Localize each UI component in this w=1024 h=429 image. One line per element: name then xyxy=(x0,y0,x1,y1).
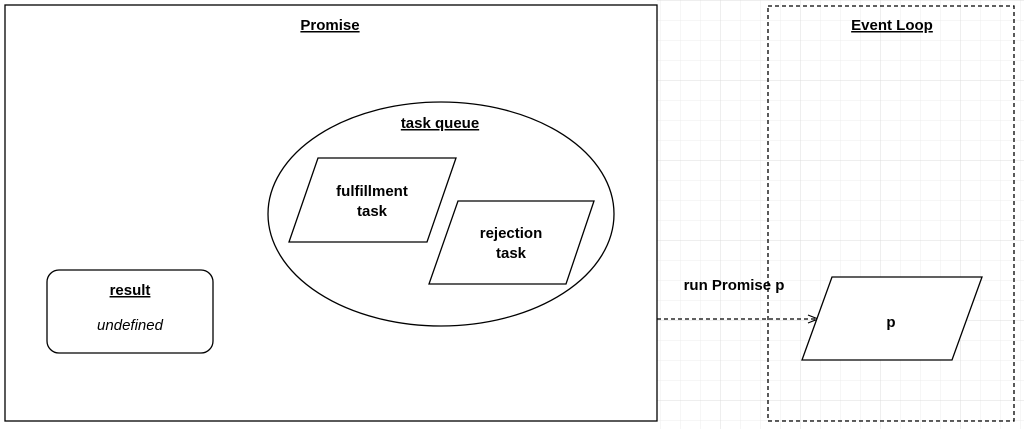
event-loop-title: Event Loop xyxy=(851,17,933,34)
p-node-shape[interactable] xyxy=(801,276,983,361)
promise-title: Promise xyxy=(300,17,359,34)
rejection-task-shape[interactable] xyxy=(428,200,595,285)
grid-background xyxy=(657,0,1024,429)
result-box[interactable] xyxy=(46,269,214,354)
result-title: result xyxy=(110,282,151,299)
result-value: undefined xyxy=(97,317,164,334)
task-queue-title: task queue xyxy=(401,115,479,132)
fulfillment-task-label-line1: fulfillment xyxy=(336,183,408,200)
run-promise-label: run Promise p xyxy=(684,277,785,294)
rejection-task-label-line1: rejection xyxy=(480,225,543,242)
fulfillment-task-shape[interactable] xyxy=(288,157,457,243)
event-loop-container[interactable] xyxy=(767,5,1015,422)
p-node-label: p xyxy=(886,314,895,331)
rejection-task-label-line2: task xyxy=(496,245,527,262)
fulfillment-task-label-line2: task xyxy=(357,203,388,220)
